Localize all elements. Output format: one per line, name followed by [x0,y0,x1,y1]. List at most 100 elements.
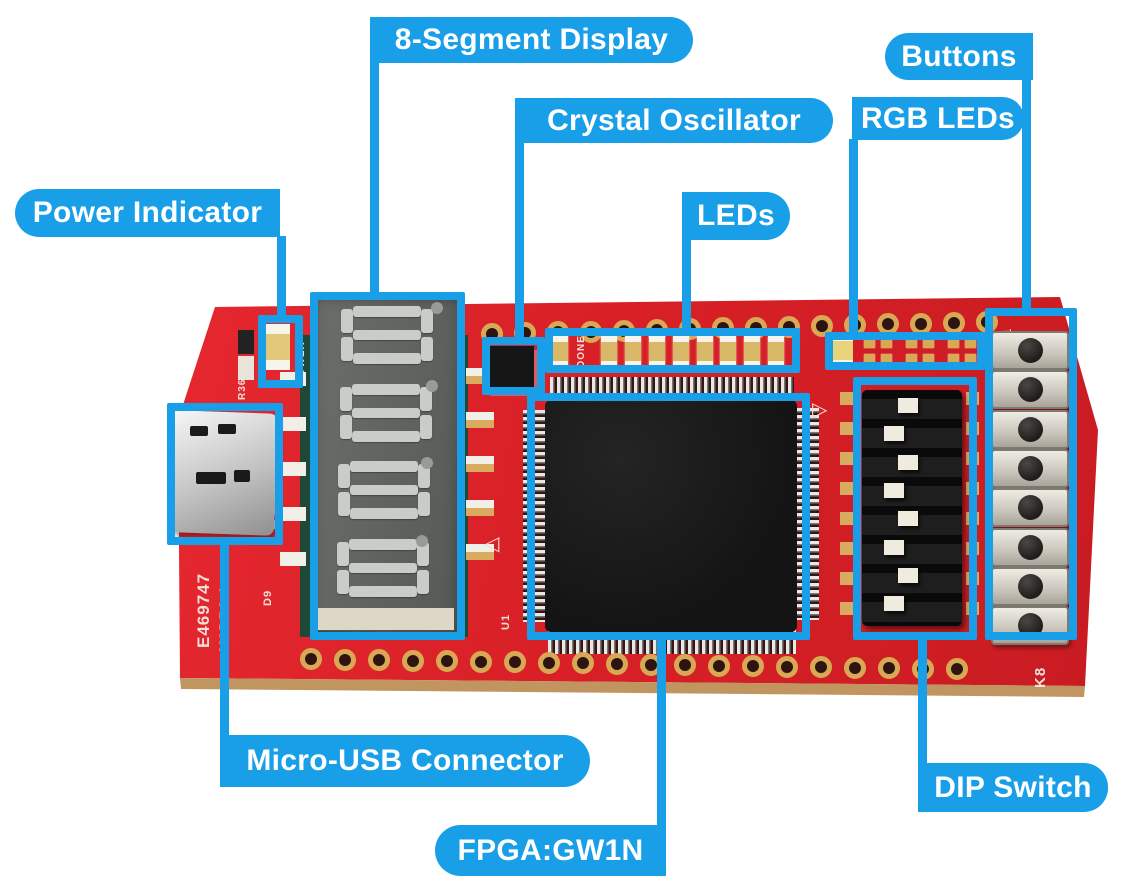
user-led [649,336,665,368]
display-digit [339,306,435,364]
through-hole-bottom [810,656,832,679]
digit-decimal-point [431,302,443,314]
crystal-oscillator-chip [486,346,534,392]
user-led [768,336,784,368]
digit-segment [339,386,352,411]
usb-slot-3 [196,472,226,484]
digit-segment [341,309,353,333]
digit-segment [421,309,433,333]
label-dip-switch: DIP Switch [918,763,1108,812]
display-digit [336,461,432,519]
digit-segment [336,541,349,566]
rgb-callout-line [849,139,858,334]
user-led [720,336,736,368]
push-button [991,331,1069,370]
digit-segment [348,585,417,597]
dip-slider [884,596,904,612]
label-crystal-oscillator: Crystal Oscillator [515,98,833,143]
through-hole-top [943,311,965,334]
user-led [697,336,713,368]
digit-segment [416,569,429,594]
through-hole-bottom [946,658,968,681]
display-callout-line [370,61,379,294]
rgb-led [829,336,853,366]
digit-decimal-point [416,534,428,547]
dip-callout-line [918,638,927,764]
through-hole-top [811,315,833,337]
rgb-led-footprint [906,337,934,365]
digit-segment [341,337,353,361]
through-hole-bottom [334,648,356,671]
dip-slider [898,511,918,527]
digit-segment [353,353,421,364]
silk-ref-d9: D9 [262,589,274,606]
usb-slot-4 [234,470,250,482]
power-led [266,324,290,370]
digit-decimal-point [421,457,433,469]
power-outline-box [258,315,303,388]
power-series-resistor [238,330,254,354]
rgb-outline-box [825,332,985,370]
digit-segment [353,330,421,340]
digit-segment [338,464,350,488]
rgb-footprint-pad [864,337,875,348]
push-button [991,488,1069,528]
digit-segment [350,508,418,519]
fpga-callout-line [657,638,666,826]
label-micro-usb-connector: Micro-USB Connector [220,735,590,787]
digit-segment [418,464,430,488]
leds-callout-line [682,239,691,330]
through-hole-bottom [470,650,492,673]
rgb-led-footprint [948,337,976,365]
user-led [625,336,641,368]
digit-segment [350,485,418,495]
rgb-footprint-pad [881,354,892,365]
dip-slider [898,398,918,413]
through-hole-bottom [538,651,560,674]
digit-segment [351,407,420,418]
through-hole-bottom [606,652,628,675]
digit-segment [348,538,417,550]
usb-slot-2 [218,424,236,434]
buttons-outline-box [985,308,1077,640]
label-rgb-leds: RGB LEDs [852,97,1024,140]
done-led [552,336,568,368]
label-power-indicator: Power Indicator [15,189,280,237]
dip-slider [898,567,918,583]
rgb-footprint-pad [948,354,959,365]
through-hole-bottom [708,654,730,677]
through-hole-bottom [742,655,764,678]
dip-outline-box [853,377,977,640]
digit-segment [419,414,432,439]
rgb-footprint-pad [965,354,976,365]
fpga-chip [545,400,797,632]
rgb-footprint-pad [965,337,976,348]
through-hole-bottom [300,648,322,670]
fpga-outline-box [527,393,810,640]
label-8-segment-display: 8-Segment Display [370,17,693,63]
push-button [991,409,1069,449]
digit-segment [416,541,429,566]
through-hole-bottom [436,650,458,673]
rgb-footprint-pad [948,337,959,348]
through-hole-bottom [878,657,900,680]
silk-triangle-right: ▷ [812,399,828,421]
dip-left-pads [840,392,853,632]
rgb-footprint-pad [906,337,917,348]
user-led [744,336,760,368]
through-hole-bottom [368,649,390,672]
through-hole-bottom [844,656,866,679]
through-hole-bottom [572,652,594,675]
usb-callout-line [220,543,229,736]
digit-segment [353,306,421,317]
usb-outline-box [167,403,283,545]
dip-switch-body [862,390,962,626]
push-button [991,527,1069,567]
through-hole-bottom [504,651,526,674]
display-outline-box [310,292,465,640]
buttons-callout-line [1022,79,1031,310]
digit-segment [339,414,352,439]
silk-triangle-left: ◁ [484,533,500,555]
user-led [601,336,617,368]
